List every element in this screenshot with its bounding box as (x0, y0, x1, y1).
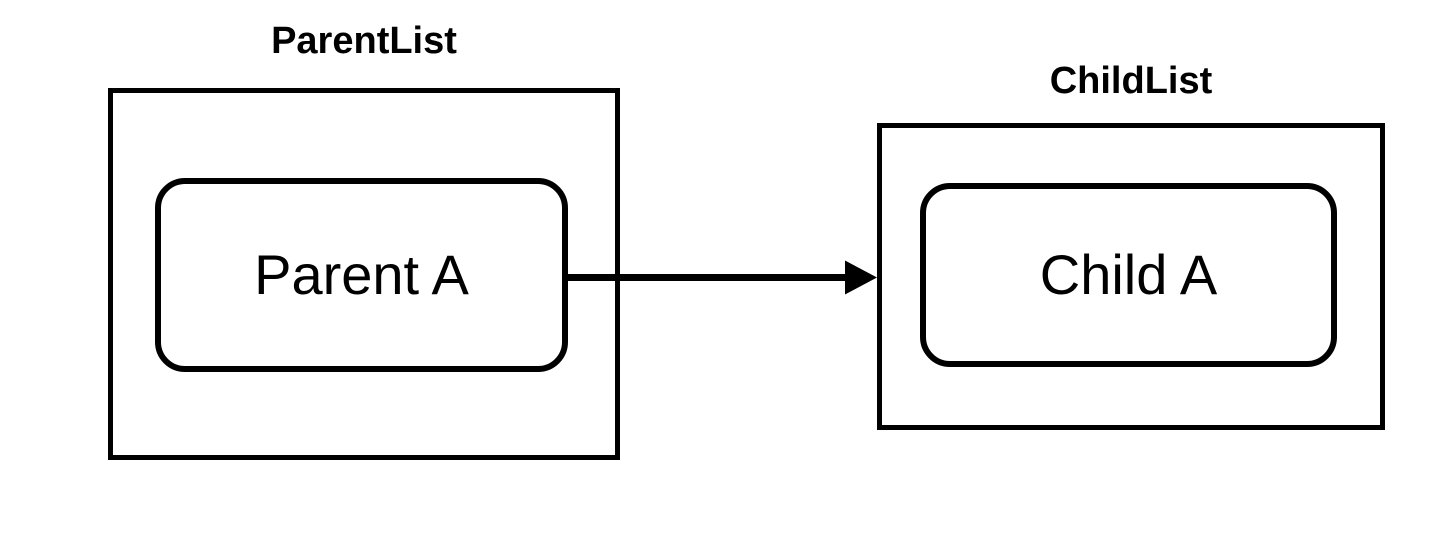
arrowhead-right-icon (845, 260, 877, 295)
node-child-a: Child A (920, 183, 1337, 367)
group-title-childlist: ChildList (1049, 60, 1213, 102)
group-title-parentlist: ParentList (271, 20, 457, 62)
node-parent-a: Parent A (155, 178, 568, 372)
node-label-child-a: Child A (1039, 243, 1218, 306)
node-label-parent-a: Parent A (254, 243, 469, 306)
